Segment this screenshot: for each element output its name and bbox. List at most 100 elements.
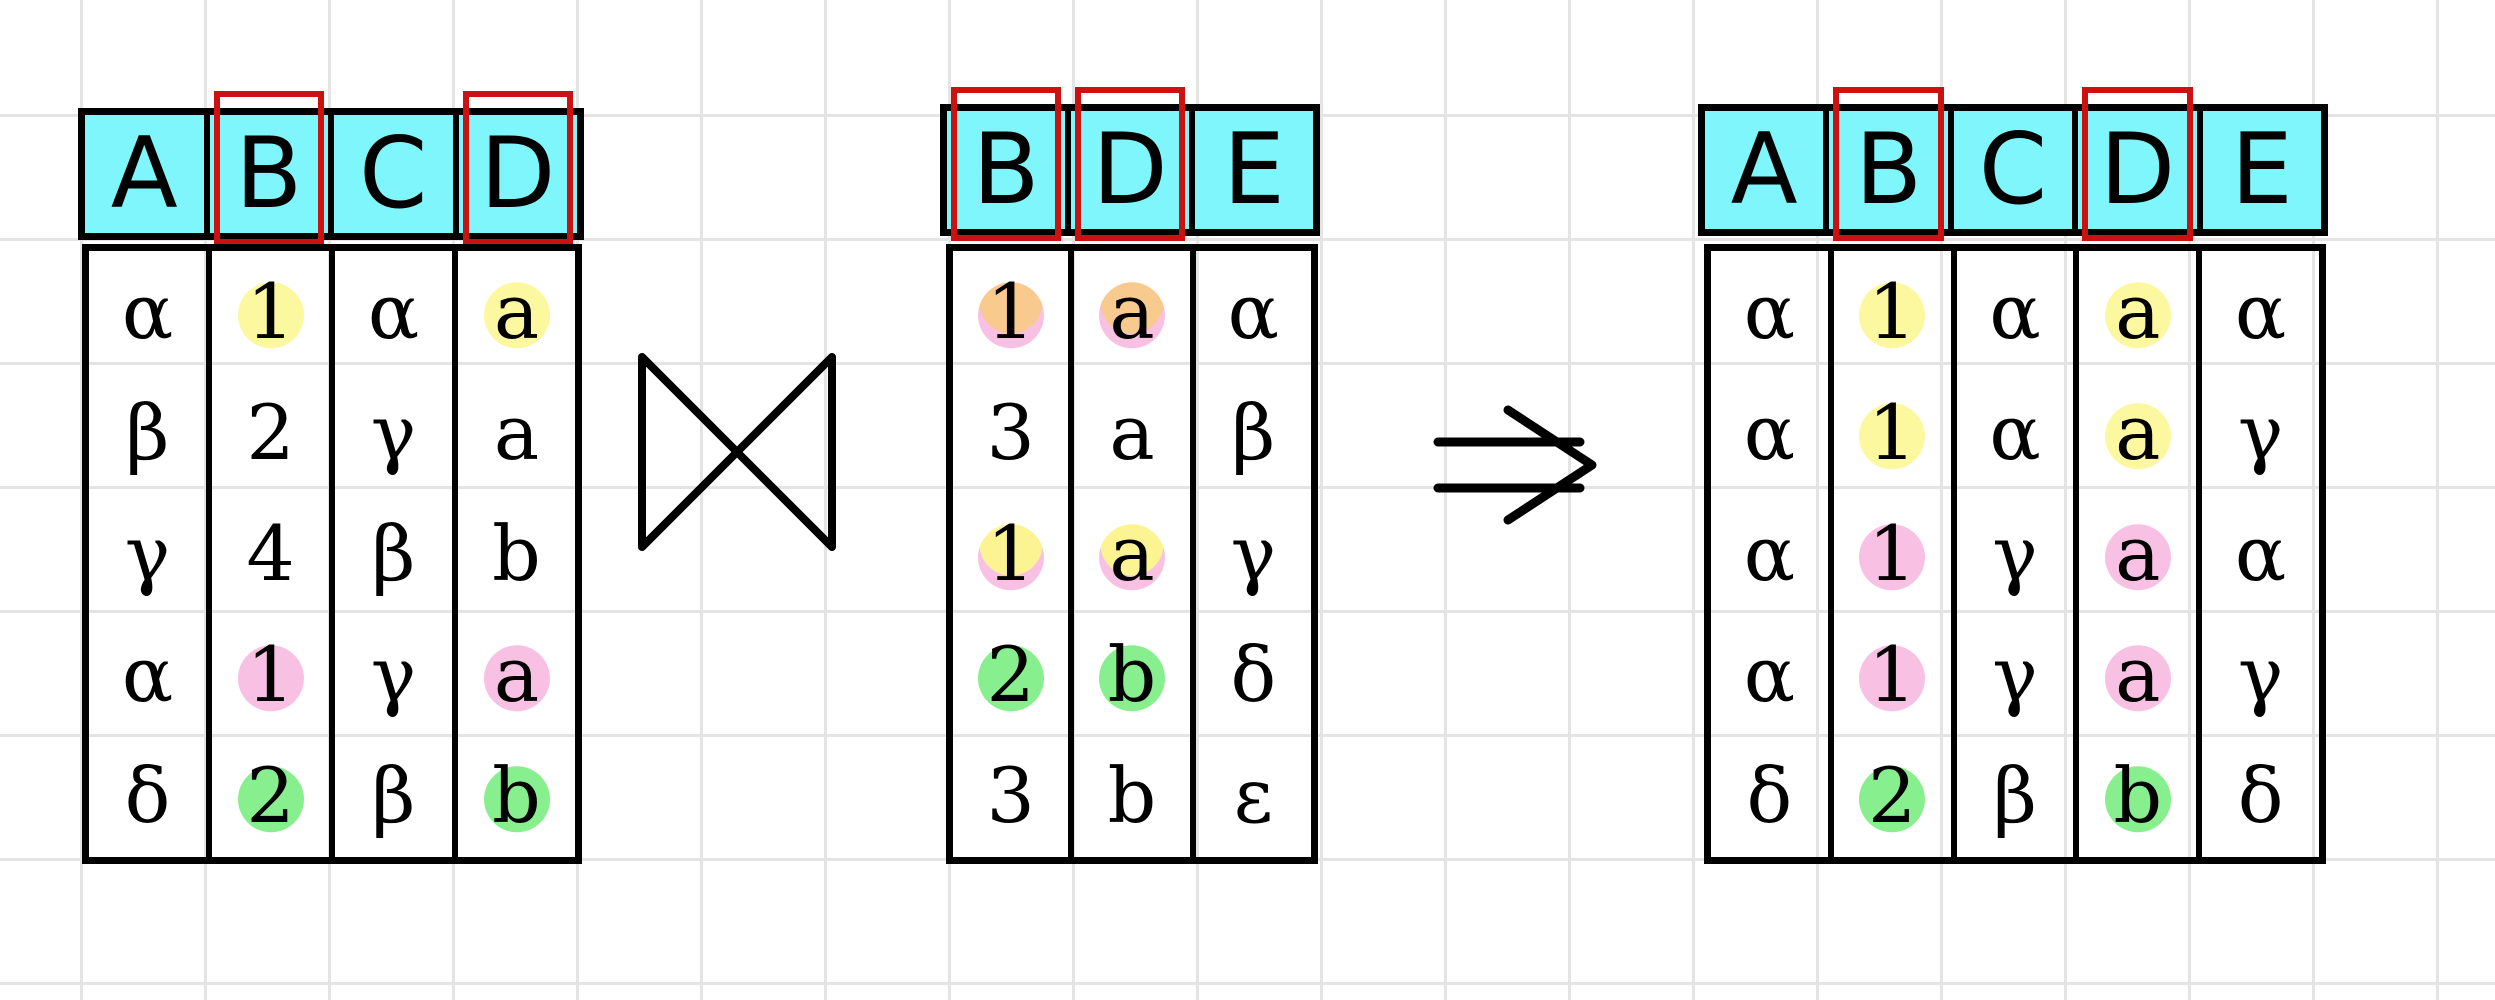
table-cell: γ (370, 630, 417, 720)
table-cell: δ (1746, 751, 1793, 841)
table-cell: b (458, 736, 575, 857)
table-cell: 3 (986, 751, 1035, 841)
highlight-marker (1859, 403, 1926, 470)
column-e: α γ α γ δ (2196, 251, 2319, 857)
table-cell: 1 (953, 493, 1068, 614)
table-cell: δ (1230, 630, 1277, 720)
table-cell: b (2079, 736, 2196, 857)
table-cell: β (1993, 751, 2037, 841)
column-b: 1 2 4 1 2 (206, 251, 329, 857)
highlight-marker (2104, 766, 2171, 833)
column-d: a a a b b (1068, 251, 1189, 857)
column-a: α α α α δ (1711, 251, 1828, 857)
header-cell-c: C (1947, 111, 2072, 229)
relation-result-header: A B C D E (1698, 87, 2328, 241)
column-b: 1 3 1 2 3 (953, 251, 1068, 857)
natural-join-bowtie-icon (638, 353, 836, 551)
highlight-marker (483, 645, 550, 712)
header-cell-d: D (452, 91, 578, 245)
table-cell: 4 (246, 509, 295, 598)
table-cell: a (1074, 493, 1189, 614)
table-cell: α (367, 266, 420, 356)
highlight-marker (237, 766, 304, 833)
double-arrow-right-icon (1433, 405, 1597, 525)
table-cell: α (1743, 630, 1796, 720)
header-cell-e: E (2196, 111, 2321, 229)
highlight-marker (2104, 645, 2171, 712)
table-cell: 2 (246, 387, 295, 477)
table-cell: a (2079, 615, 2196, 736)
highlight-marker (1859, 281, 1926, 348)
table-cell: 1 (212, 251, 329, 372)
table-cell: α (2234, 509, 2287, 598)
highlight-marker (1859, 645, 1926, 712)
relation-left-body: α β γ α δ 1 2 4 1 2 α γ β γ β a a b a b (82, 244, 582, 864)
highlight-marker (977, 524, 1044, 591)
table-cell: b (1107, 751, 1157, 841)
column-b: 1 1 1 1 2 (1827, 251, 1951, 857)
column-d: a a b a b (452, 251, 575, 857)
table-cell: γ (2237, 387, 2284, 477)
table-cell: a (1109, 387, 1155, 477)
table-cell: γ (124, 509, 171, 598)
highlight-marker (483, 281, 550, 348)
table-cell: 1 (1834, 372, 1951, 493)
column-c: α γ β γ β (329, 251, 452, 857)
highlight-marker (1098, 524, 1165, 591)
table-cell: b (492, 509, 541, 598)
header-cell-b: B (1823, 87, 1947, 241)
header-cell-c: C (328, 115, 453, 233)
highlight-marker (1859, 524, 1926, 591)
highlight-marker (2104, 281, 2171, 348)
header-cell-b: B (203, 91, 329, 245)
relation-middle-body: 1 3 1 2 3 a a a b b α β γ δ ε (946, 244, 1318, 864)
table-cell: γ (1992, 630, 2038, 720)
highlight-marker (977, 645, 1044, 712)
header-cell-d: D (2072, 87, 2196, 241)
table-cell: α (1743, 266, 1796, 356)
highlight-marker (2104, 403, 2171, 470)
header-cell-a: A (110, 117, 178, 231)
highlight-marker (1098, 281, 1165, 348)
table-cell: 1 (1834, 493, 1951, 614)
table-cell: 1 (1834, 251, 1951, 372)
table-cell: 2 (953, 615, 1068, 736)
highlight-marker (1098, 645, 1165, 712)
relation-left: A B C D α β γ α δ 1 2 4 1 2 α γ β γ β a … (78, 91, 584, 868)
relation-result: A B C D E α α α α δ 1 1 1 1 2 α α γ γ β … (1698, 87, 2328, 868)
table-cell: a (493, 387, 540, 477)
highlight-marker (1859, 766, 1926, 833)
column-a: α β γ α δ (89, 251, 206, 857)
column-d: a a a a b (2073, 251, 2196, 857)
header-cell-b: B (947, 87, 1065, 241)
table-cell: α (2234, 266, 2287, 356)
relation-middle: B D E 1 3 1 2 3 a a a b b α β γ δ ε (940, 87, 1320, 868)
table-cell: β (371, 509, 416, 598)
table-cell: γ (1992, 509, 2038, 598)
table-cell: β (1231, 387, 1276, 477)
table-cell: 2 (1834, 736, 1951, 857)
table-cell: ε (1233, 751, 1273, 841)
relation-result-body: α α α α δ 1 1 1 1 2 α α γ γ β a a a a b (1704, 244, 2326, 864)
relation-middle-header: B D E (940, 87, 1320, 241)
highlight-marker (977, 281, 1044, 348)
table-cell: a (458, 251, 575, 372)
highlight-marker (237, 645, 304, 712)
table-cell: α (1989, 387, 2041, 477)
table-cell: δ (124, 751, 171, 841)
relation-left-header: A B C D (78, 91, 584, 245)
table-cell: α (1227, 266, 1279, 356)
table-cell: 3 (986, 387, 1035, 477)
table-cell: α (1743, 387, 1796, 477)
table-cell: a (2079, 251, 2196, 372)
table-cell: 1 (212, 615, 329, 736)
table-cell: a (1074, 251, 1189, 372)
highlight-marker (2104, 524, 2171, 591)
table-cell: a (2079, 493, 2196, 614)
table-cell: α (121, 266, 174, 356)
table-cell: α (1989, 266, 2041, 356)
table-cell: a (2079, 372, 2196, 493)
table-cell: γ (2237, 630, 2284, 720)
highlight-marker (237, 281, 304, 348)
column-c: α α γ γ β (1950, 251, 2074, 857)
